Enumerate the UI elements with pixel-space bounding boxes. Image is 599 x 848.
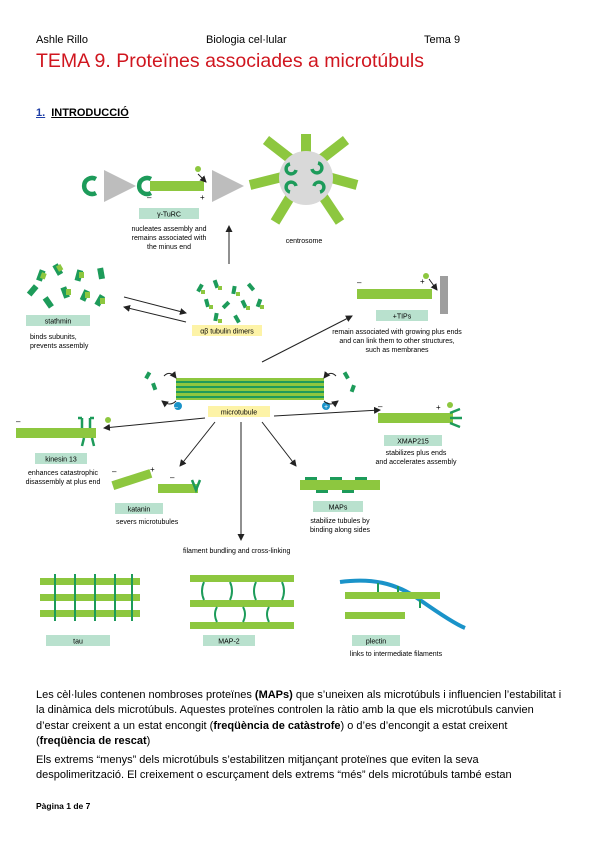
plectin-box	[352, 635, 400, 646]
plus-end-label: +	[420, 277, 425, 286]
svg-text:+: +	[150, 465, 155, 474]
gamma-turc-label: γ-TuRC	[157, 212, 181, 219]
centrosome-icon	[279, 151, 333, 205]
sequester-arrow	[123, 296, 187, 315]
stathmin-panel: stathmin binds subunits, prevents assemb…	[26, 263, 106, 350]
addition-arrow	[197, 173, 207, 183]
stathmin-desc-2: prevents assembly	[30, 343, 89, 350]
svg-text:–: –	[378, 402, 383, 411]
kinesin13-desc-2: disassembly at plus end	[26, 479, 101, 486]
section-number: 1.	[36, 107, 46, 119]
kinesin13-label: kinesin 13	[45, 457, 77, 464]
tips-desc-3: such as membranes	[365, 347, 429, 354]
maps-box	[313, 501, 363, 512]
svg-text:–: –	[174, 404, 178, 411]
svg-text:–: –	[170, 473, 175, 482]
microtubule-label: microtubule	[221, 410, 257, 417]
stathmin-desc-1: binds subunits,	[30, 334, 77, 341]
map2-label: MAP-2	[218, 639, 240, 646]
page-footer: Pàgina 1 de 7	[36, 801, 91, 811]
ring-complex-icon	[81, 175, 98, 197]
map2-box	[203, 635, 255, 646]
microtubule-box	[208, 406, 270, 417]
svg-text:–: –	[112, 467, 117, 476]
tip-protein-icon	[423, 273, 429, 279]
central-microtubule: – +	[144, 371, 356, 411]
paragraph-2: Els extrems “menys” dels microtúbuls s’e…	[36, 754, 512, 782]
xmap215-panel: – + XMAP215 stabilizes plus ends and acc…	[376, 402, 462, 466]
xmap215-box	[384, 435, 442, 446]
header-author: Ashle Rillo	[36, 34, 88, 46]
kinesin13-panel: – kinesin 13 enhances catastrophic disas…	[16, 416, 111, 486]
gamma-turc-desc-2: remains associated with	[132, 235, 207, 242]
maps-desc-1: stabilize tubules by	[310, 518, 370, 525]
xmap215-desc-1: stabilizes plus ends	[386, 450, 447, 457]
tubulin-dimers-panel: αβ tubulin dimers	[192, 279, 264, 336]
paragraph-1: Les cèl·lules contenen nombroses proteïn…	[36, 689, 562, 748]
svg-text:–: –	[16, 417, 21, 426]
stathmin-label: stathmin	[45, 319, 72, 326]
svg-text:+: +	[324, 404, 328, 411]
svg-text:+: +	[436, 403, 441, 412]
tips-panel: – + +TIPs remain associated with growing…	[332, 273, 462, 354]
katanin-label: katanin	[128, 507, 151, 514]
katanin-desc-1: severs microtubules	[116, 519, 179, 526]
growing-microtubule	[150, 181, 204, 191]
plectin-panel: plectin links to intermediate filaments	[339, 578, 466, 658]
centrosome-label: centrosome	[286, 238, 323, 245]
gamma-turc-desc-3: the minus end	[147, 244, 191, 251]
dimers-box	[192, 325, 262, 336]
growing-microtubule	[357, 289, 432, 299]
header-subject: Biologia cel·lular	[206, 34, 287, 46]
page-title: TEMA 9. Proteïnes associades a microtúbu…	[36, 50, 425, 72]
kinesin13-box	[35, 453, 87, 464]
xmap215-label: XMAP215	[397, 439, 429, 446]
section-heading: 1. INTRODUCCIÓ	[36, 107, 129, 119]
bundling-label: filament bundling and cross-linking	[183, 548, 290, 555]
centrosome-panel: centrosome	[248, 134, 359, 245]
minus-end-label: –	[147, 193, 152, 202]
mt-associated-proteins-figure: – + γ-TuRC nucleates assembly and remain…	[16, 134, 466, 658]
ring-complex-icon	[136, 175, 153, 197]
tau-label: tau	[73, 639, 83, 646]
plectin-desc-1: links to intermediate filaments	[350, 651, 443, 658]
plectin-label: plectin	[366, 639, 386, 646]
section-label: INTRODUCCIÓ	[51, 107, 129, 119]
stathmin-box	[26, 315, 90, 326]
tau-box	[46, 635, 110, 646]
gamma-turc-panel: – + γ-TuRC nucleates assembly and remain…	[81, 166, 244, 251]
maps-desc-2: binding along sides	[310, 527, 370, 534]
tips-box	[376, 310, 428, 321]
tau-panel: tau	[40, 574, 140, 646]
kinesin13-desc-1: enhances catastrophic	[28, 470, 99, 477]
maps-label: MAPs	[329, 505, 348, 512]
minus-end-label: –	[357, 278, 362, 287]
header-topic: Tema 9	[424, 34, 461, 46]
dimers-label: αβ tubulin dimers	[200, 329, 254, 336]
tips-label: +TIPs	[393, 314, 412, 321]
xmap215-desc-2: and accelerates assembly	[376, 459, 457, 466]
membrane-icon	[440, 276, 448, 314]
tips-desc-1: remain associated with growing plus ends	[332, 329, 462, 336]
katanin-panel: – + – katanin severs microtubules	[111, 465, 202, 526]
tips-arrow	[261, 315, 353, 363]
maps-panel: MAPs stabilize tubules by binding along …	[300, 477, 380, 534]
gamma-turc-desc-1: nucleates assembly and	[131, 226, 206, 233]
tips-desc-2: and can link them to other structures,	[339, 338, 454, 345]
gamma-turc-box	[139, 208, 199, 219]
dimer-icon	[195, 166, 201, 172]
release-arrow	[123, 305, 187, 323]
katanin-box	[115, 503, 163, 514]
plus-end-label: +	[200, 193, 205, 202]
map2-panel: MAP-2	[190, 575, 294, 646]
